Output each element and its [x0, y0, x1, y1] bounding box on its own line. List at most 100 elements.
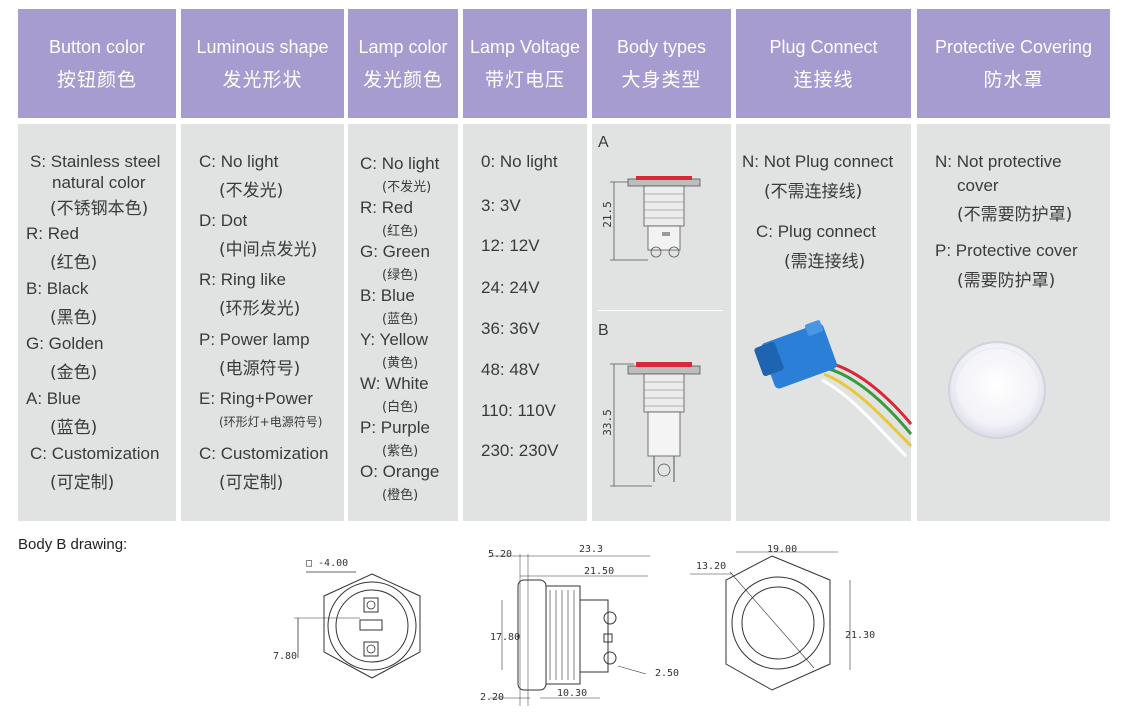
option-en: C: Plug connect: [756, 222, 877, 241]
dim-2-20: 2.20: [480, 692, 505, 703]
header-en: Lamp Voltage: [469, 37, 581, 57]
option-en: natural color: [52, 173, 146, 192]
option-en: B: Black: [26, 279, 89, 298]
option-en: N: Not protective: [935, 152, 1062, 171]
header-en: Body types: [616, 37, 707, 57]
body-type-a-label: A: [598, 134, 609, 151]
option-en: G: Green: [360, 242, 430, 261]
option-zh: (不需连接线): [764, 182, 863, 202]
option-en: E: Ring+Power: [199, 389, 313, 408]
header-body-types: Body types 大身类型: [592, 9, 731, 118]
voltage-item: 48: 48V: [481, 360, 540, 379]
header-zh: 带灯电压: [484, 69, 565, 91]
option-zh: (不锈钢本色): [50, 199, 149, 219]
voltage-item: 230: 230V: [481, 441, 559, 460]
option-en: R: Red: [360, 198, 413, 217]
header-plug-connect: Plug Connect 连接线: [736, 9, 911, 118]
option-en: cover: [957, 176, 999, 195]
plug-connector-image: [754, 320, 913, 458]
dim-21-30: 21.30: [845, 630, 876, 641]
option-en: B: Blue: [360, 286, 415, 305]
option-en: D: Dot: [199, 211, 248, 230]
panel-body-types: A B 21.5 33.5: [592, 124, 731, 521]
header-lamp-voltage: Lamp Voltage 带灯电压: [463, 9, 587, 118]
dim-2-50: 2.50: [655, 668, 680, 679]
voltage-item: 24: 24V: [481, 278, 540, 297]
voltage-item: 0: No light: [481, 152, 558, 171]
drawing-side-view: [490, 554, 650, 706]
option-zh: (需要防护罩): [957, 271, 1056, 291]
header-zh: 防水罩: [983, 69, 1044, 91]
drawing-title: Body B drawing:: [18, 536, 128, 553]
option-en: C: No light: [199, 152, 279, 171]
option-zh: (可定制): [50, 473, 115, 493]
option-en: C: No light: [360, 154, 440, 173]
option-zh: (黑色): [50, 308, 98, 328]
header-en: Plug Connect: [769, 37, 878, 57]
option-en: W: White: [360, 374, 429, 393]
panel-protective-covering: N: Not protective cover (不需要防护罩) P: Prot…: [917, 124, 1110, 521]
option-en: S: Stainless steel: [30, 152, 161, 171]
dim-square: □ -4.00: [306, 558, 349, 569]
dim-10-30: 10.30: [557, 688, 588, 699]
body-b-dimension: 33.5: [600, 409, 614, 436]
header-zh: 连接线: [793, 69, 854, 91]
option-zh: (不需要防护罩): [957, 205, 1073, 225]
header-zh: 发光形状: [222, 69, 303, 91]
option-zh: (红色): [382, 224, 419, 239]
voltage-item: 3: 3V: [481, 196, 521, 215]
panel-plug-connect: N: Not Plug connect (不需连接线) C: Plug conn…: [736, 124, 913, 521]
header-en: Luminous shape: [196, 37, 329, 57]
option-zh: (可定制): [219, 473, 284, 493]
option-en: P: Purple: [360, 418, 430, 437]
panel-lamp-color: C: No light (不发光) R: Red (红色) G: Green (…: [348, 124, 458, 521]
header-lamp-color: Lamp color 发光颜色: [348, 9, 458, 118]
voltage-item: 12: 12V: [481, 236, 540, 255]
voltage-item: 110: 110V: [481, 401, 556, 420]
option-en: A: Blue: [26, 389, 81, 408]
option-en: O: Orange: [360, 462, 440, 481]
option-en: N: Not Plug connect: [742, 152, 894, 171]
option-en: R: Ring like: [199, 270, 286, 289]
option-en: Y: Yellow: [360, 330, 429, 349]
option-zh: (电源符号): [219, 359, 301, 379]
panel-luminous-shape: C: No light (不发光) D: Dot (中间点发光) R: Ring…: [181, 124, 344, 521]
header-luminous-shape: Luminous shape 发光形状: [181, 9, 344, 118]
body-b-drawing: [610, 362, 701, 487]
option-zh: (蓝色): [382, 312, 419, 327]
protective-cover-image: [948, 341, 1046, 439]
dim-5-20: 5.20: [488, 549, 513, 560]
body-a-drawing: [610, 176, 701, 261]
header-en: Lamp color: [358, 37, 448, 57]
header-en: Protective Covering: [934, 37, 1093, 57]
header-zh: 发光颜色: [362, 69, 443, 91]
divider: [598, 310, 723, 311]
option-zh: (蓝色): [50, 418, 98, 438]
option-zh: (不发光): [219, 181, 284, 201]
option-zh: (环形发光): [219, 299, 301, 319]
option-en: R: Red: [26, 224, 79, 243]
panel-lamp-voltage: 0: No light 3: 3V 12: 12V 24: 24V 36: 36…: [463, 124, 587, 521]
option-en: G: Golden: [26, 334, 104, 353]
dim-17-80: 17.80: [490, 632, 521, 643]
dim-7-80: 7.80: [273, 651, 298, 662]
header-button-color: Button color 按钮颜色: [18, 9, 176, 118]
option-zh: (白色): [382, 400, 419, 415]
option-zh: (环形灯+电源符号): [219, 415, 323, 429]
option-zh: (不发光): [382, 180, 432, 195]
body-type-b-label: B: [598, 322, 609, 339]
option-zh: (绿色): [382, 268, 419, 283]
option-zh: (黄色): [382, 356, 419, 371]
drawing-front-view: [294, 571, 421, 679]
option-zh: (中间点发光): [219, 240, 318, 260]
option-en: C: Customization: [199, 444, 329, 463]
option-zh: (橙色): [382, 488, 419, 503]
option-zh: (紫色): [382, 444, 419, 459]
dim-23-3: 23.3: [579, 544, 604, 555]
option-en: C: Customization: [30, 444, 160, 463]
header-protective-covering: Protective Covering 防水罩: [917, 9, 1110, 118]
option-zh: (金色): [50, 363, 98, 383]
dim-19-00: 19.00: [767, 544, 798, 555]
option-zh: (需连接线): [784, 252, 866, 272]
option-en: P: Protective cover: [935, 241, 1078, 260]
